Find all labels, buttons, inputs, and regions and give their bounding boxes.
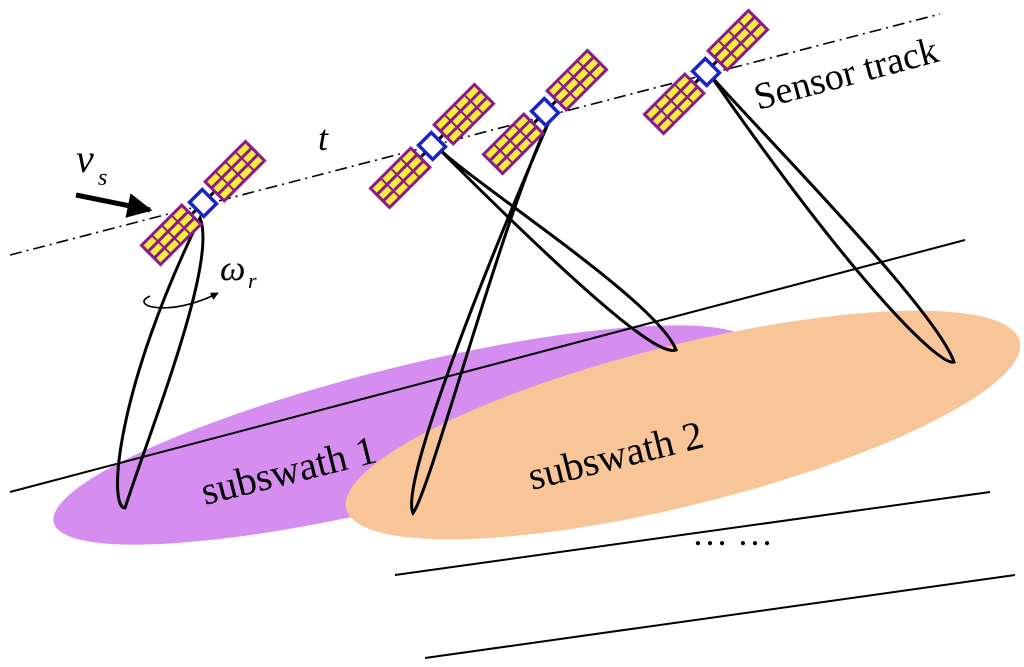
velocity-label: v [76, 136, 94, 181]
rotation-label: ω [220, 248, 245, 288]
boundary-line-top [9, 239, 966, 493]
beam-2 [436, 146, 678, 352]
satellite-icon [481, 48, 608, 175]
satellite-icon [642, 8, 769, 135]
velocity-subscript: s [98, 165, 107, 191]
rotation-arrow-icon [143, 292, 219, 309]
satellite-icon [368, 82, 495, 209]
sensor-track-label: Sensor track [749, 29, 942, 118]
beam-4 [709, 75, 956, 364]
sensor-track-line [9, 13, 941, 256]
ground-swath-boundaries [9, 239, 1016, 659]
beam-1 [116, 214, 205, 510]
boundary-line-middle [394, 491, 991, 576]
antenna-beams [116, 75, 956, 516]
beam-3 [410, 116, 553, 516]
boundary-line-bottom [424, 574, 1016, 659]
ellipsis-label: … … [692, 513, 773, 553]
velocity-arrow-icon [75, 192, 153, 218]
time-label: t [318, 118, 329, 158]
subswath-2-footprint [345, 310, 1021, 540]
rotation-subscript: r [248, 268, 257, 293]
